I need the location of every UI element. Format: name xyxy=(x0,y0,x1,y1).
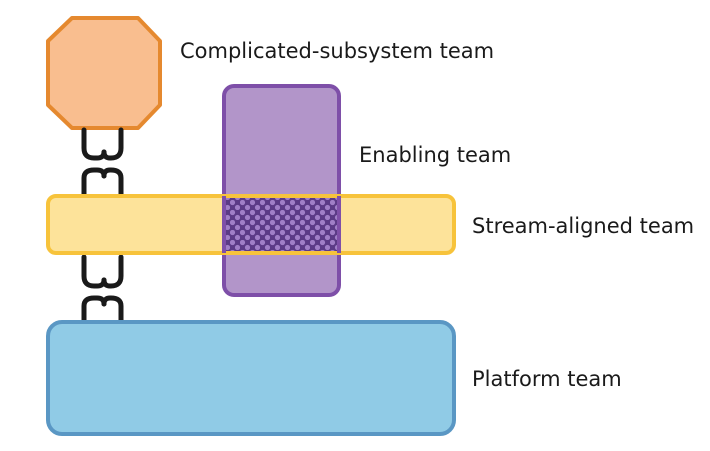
xaas-connector-top xyxy=(81,127,124,199)
stream-aligned-team-label: Stream-aligned team xyxy=(472,214,694,238)
complicated-subsystem-team-shape xyxy=(46,16,162,130)
enabling-team-shape xyxy=(222,84,341,297)
platform-team-label: Platform team xyxy=(472,367,622,391)
platform-team-shape xyxy=(46,320,456,436)
enabling-team-label: Enabling team xyxy=(359,143,511,167)
xaas-connector-bottom xyxy=(81,254,124,325)
enabling-stream-overlap xyxy=(224,198,339,251)
complicated-subsystem-team-label: Complicated-subsystem team xyxy=(180,39,494,63)
